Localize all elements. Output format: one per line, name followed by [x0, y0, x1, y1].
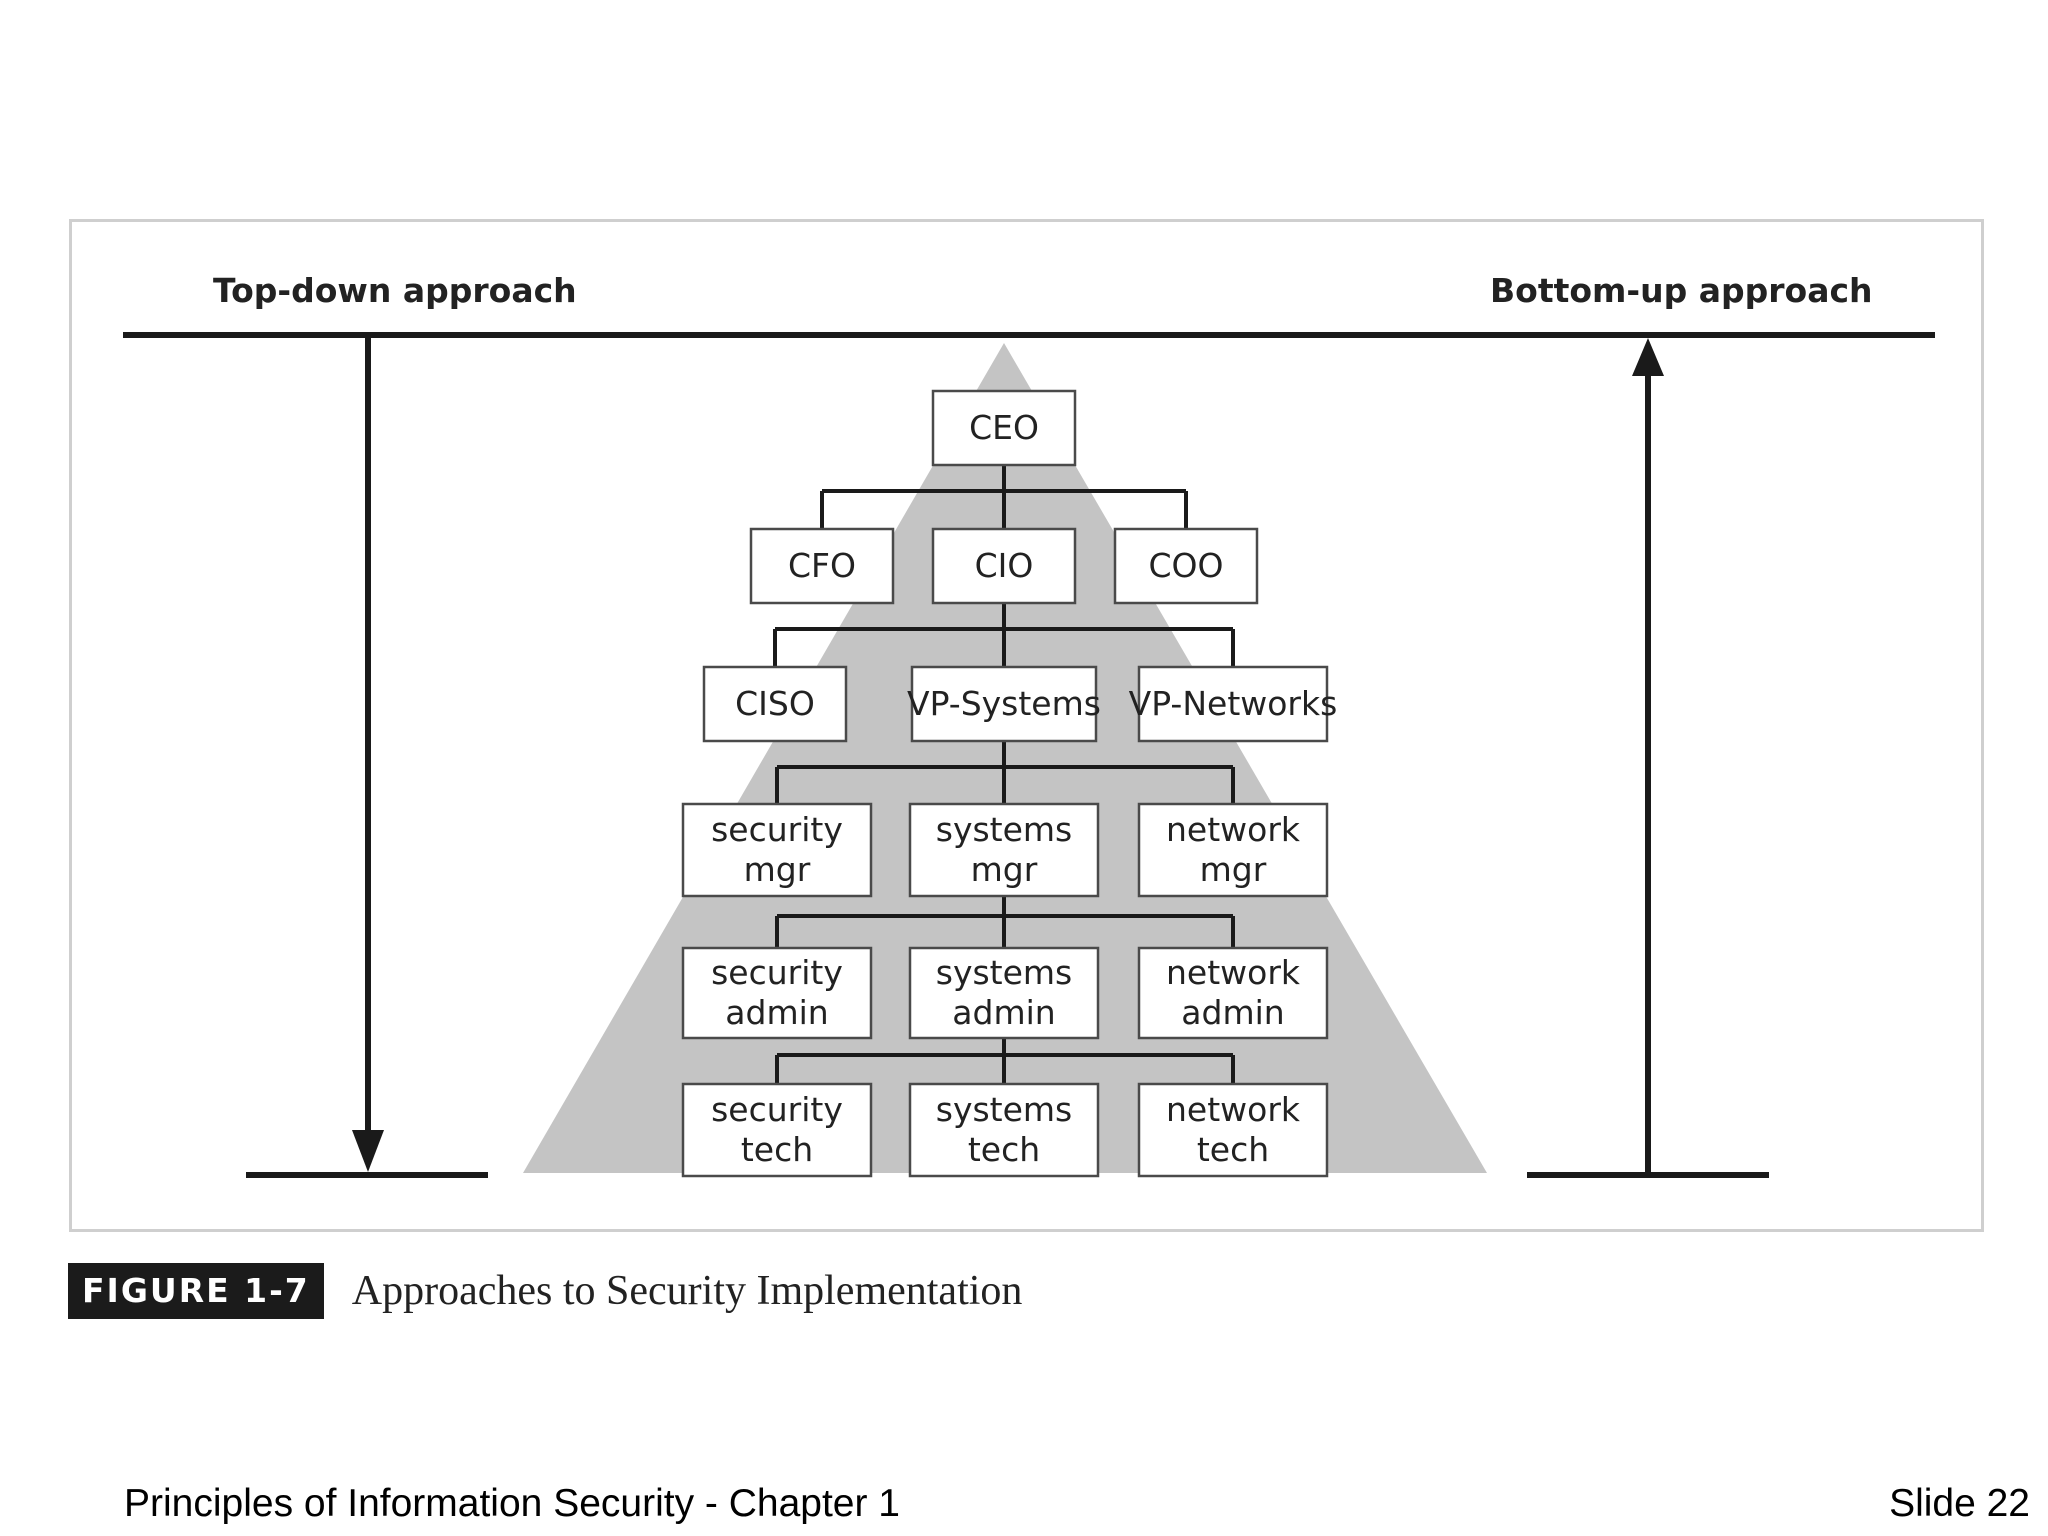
org-box-frame: [1137, 802, 1329, 898]
org-box-label: tech: [1197, 1130, 1269, 1169]
org-box-label: CISO: [735, 684, 815, 723]
org-box-vp-systems: VP-Systems: [907, 665, 1101, 743]
org-box-frame: [931, 527, 1077, 605]
org-box-frame: [910, 665, 1098, 743]
org-box-ceo: CEO: [931, 389, 1077, 467]
org-box-frame: [908, 946, 1100, 1040]
org-box-label: network: [1166, 810, 1301, 849]
org-box-frame: [1113, 527, 1259, 605]
org-box-label: CIO: [975, 546, 1034, 585]
org-box-label: network: [1166, 1090, 1301, 1129]
bottom-up-arrowhead: [1632, 338, 1664, 376]
bottom-up-label: Bottom-up approach: [1490, 271, 1873, 310]
top-down-arrowhead: [352, 1130, 384, 1172]
org-box-label: CEO: [969, 408, 1039, 447]
org-box-label: security: [711, 810, 843, 849]
org-box-label: network: [1166, 953, 1301, 992]
figure-title: Approaches to Security Implementation: [351, 1268, 1023, 1314]
figure-tag: FIGURE 1-7: [68, 1263, 324, 1319]
org-box-label: systems: [936, 953, 1073, 992]
org-box-label: mgr: [1200, 850, 1267, 889]
org-box-frame: [749, 527, 895, 605]
org-box-label: security: [711, 1090, 843, 1129]
org-box-label: admin: [725, 993, 828, 1032]
org-box-coo: COO: [1113, 527, 1259, 605]
figure-frame: [69, 219, 1984, 1232]
org-box-ciso: CISO: [702, 665, 848, 743]
org-box-frame: [702, 665, 848, 743]
org-box-label: VP-Systems: [907, 684, 1101, 723]
org-box-frame: [681, 946, 873, 1040]
org-box-frame: [1137, 665, 1329, 743]
org-box-frame: [681, 1082, 873, 1178]
org-box-label: systems: [936, 810, 1073, 849]
org-box-frame: [931, 389, 1077, 467]
org-box-label: systems: [936, 1090, 1073, 1129]
org-box-frame: [908, 802, 1100, 898]
org-box-vp-networks: VP-Networks: [1129, 665, 1338, 743]
org-box-label: admin: [1181, 993, 1284, 1032]
org-connectors: [773, 465, 1235, 1084]
top-down-label: Top-down approach: [213, 271, 577, 310]
org-box-label: COO: [1149, 546, 1224, 585]
org-box-label: tech: [741, 1130, 813, 1169]
org-box-label: mgr: [744, 850, 811, 889]
footer-slide-number: Slide 22: [1889, 1482, 2030, 1525]
org-box-label: VP-Networks: [1129, 684, 1338, 723]
org-box-frame: [1137, 1082, 1329, 1178]
org-box-label: security: [711, 953, 843, 992]
org-box-label: mgr: [971, 850, 1038, 889]
org-box-frame: [681, 802, 873, 898]
org-box-frame: [1137, 946, 1329, 1040]
org-chart-boxes: CEO CFO CIO COO CISO VP-Systems VP-Networks sec…: [681, 389, 1338, 1178]
org-box-label: CFO: [788, 546, 856, 585]
figure-caption: FIGURE 1-7 Approaches to Security Implem…: [68, 1263, 1022, 1319]
org-box-frame: [908, 1082, 1100, 1178]
org-box-cio: CIO: [931, 527, 1077, 605]
org-box-label: tech: [968, 1130, 1040, 1169]
org-box-label: admin: [952, 993, 1055, 1032]
footer-course-title: Principles of Information Security - Cha…: [124, 1482, 901, 1525]
org-box-cfo: CFO: [749, 527, 895, 605]
